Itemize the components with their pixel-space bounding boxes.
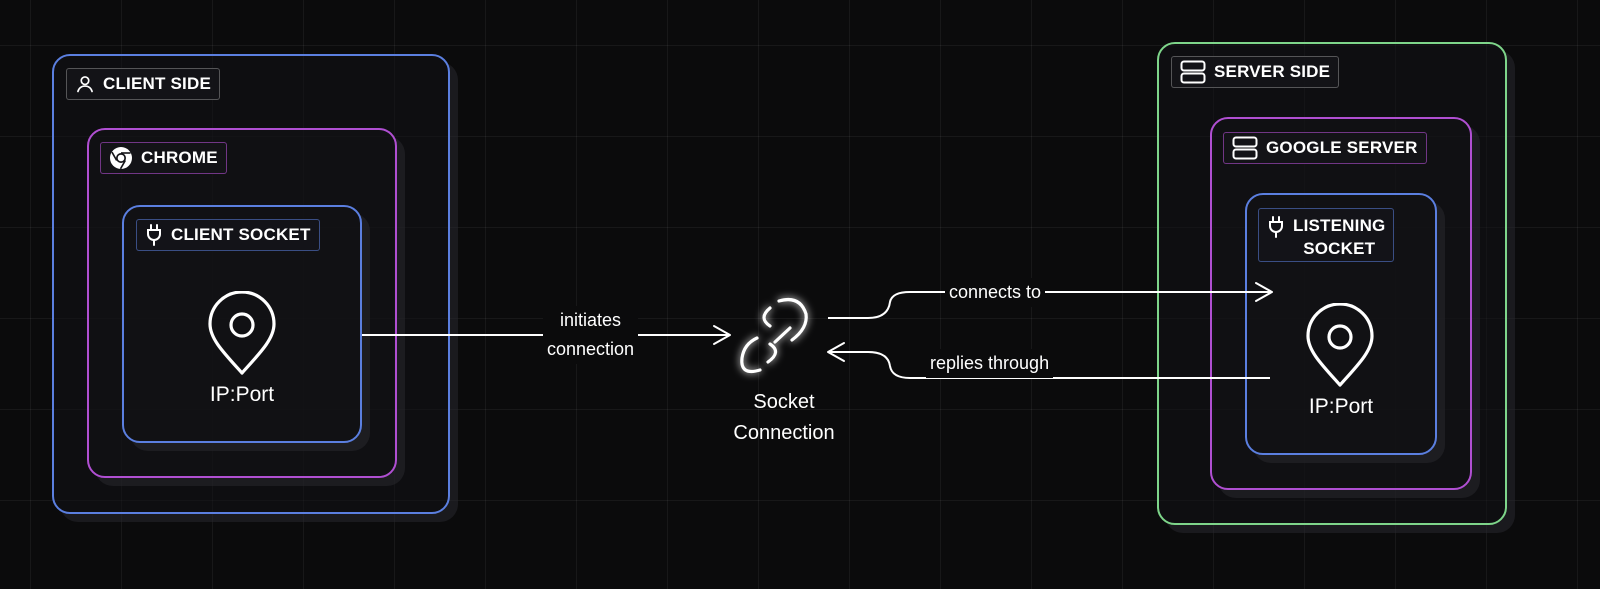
client-socket-text: CLIENT SOCKET — [171, 225, 311, 244]
server-address-label: IP:Port — [1308, 395, 1374, 418]
connects-to-arrow — [828, 291, 1270, 319]
client-address-label: IP:Port — [209, 383, 275, 406]
link-icon — [740, 297, 808, 374]
client-side-label: CLIENT SIDE — [66, 68, 220, 100]
chrome-icon — [109, 146, 133, 170]
client-map-pin-icon — [206, 290, 278, 382]
replies-through-arrowhead — [827, 342, 845, 362]
server-icon — [1232, 136, 1258, 160]
client-socket-label: CLIENT SOCKET — [136, 219, 320, 251]
initiates-arrowhead — [713, 325, 731, 345]
replies-through-arrow — [830, 351, 1270, 379]
chrome-label: CHROME — [100, 142, 227, 174]
socket-connection-label: Socket Connection — [714, 387, 854, 449]
socket-connection-line2: Connection — [733, 422, 835, 444]
listening-socket-text-line2: SOCKET — [1303, 239, 1376, 258]
server-side-text: SERVER SIDE — [1214, 62, 1331, 81]
plug-icon — [1267, 214, 1285, 238]
connects-to-label: connects to — [945, 278, 1046, 307]
server-icon — [1180, 60, 1206, 84]
connects-to-arrowhead — [1255, 282, 1273, 302]
google-server-label: GOOGLE SERVER — [1223, 132, 1427, 164]
google-server-text: GOOGLE SERVER — [1266, 138, 1418, 157]
server-side-label: SERVER SIDE — [1171, 56, 1340, 88]
initiates-line1: initiates — [560, 310, 622, 330]
replies-through-label: replies through — [926, 349, 1054, 378]
client-side-text: CLIENT SIDE — [103, 74, 211, 93]
socket-connection-line1: Socket — [753, 391, 815, 413]
chrome-text: CHROME — [141, 148, 218, 167]
listening-socket-text-line1: LISTENING — [1293, 216, 1386, 235]
user-icon — [75, 74, 95, 94]
server-map-pin-icon — [1304, 302, 1376, 394]
initiates-connection-label: initiates connection — [543, 306, 639, 364]
initiates-line2: connection — [547, 339, 635, 359]
plug-icon — [145, 224, 163, 246]
listening-socket-label: LISTENING SOCKET — [1258, 208, 1395, 262]
